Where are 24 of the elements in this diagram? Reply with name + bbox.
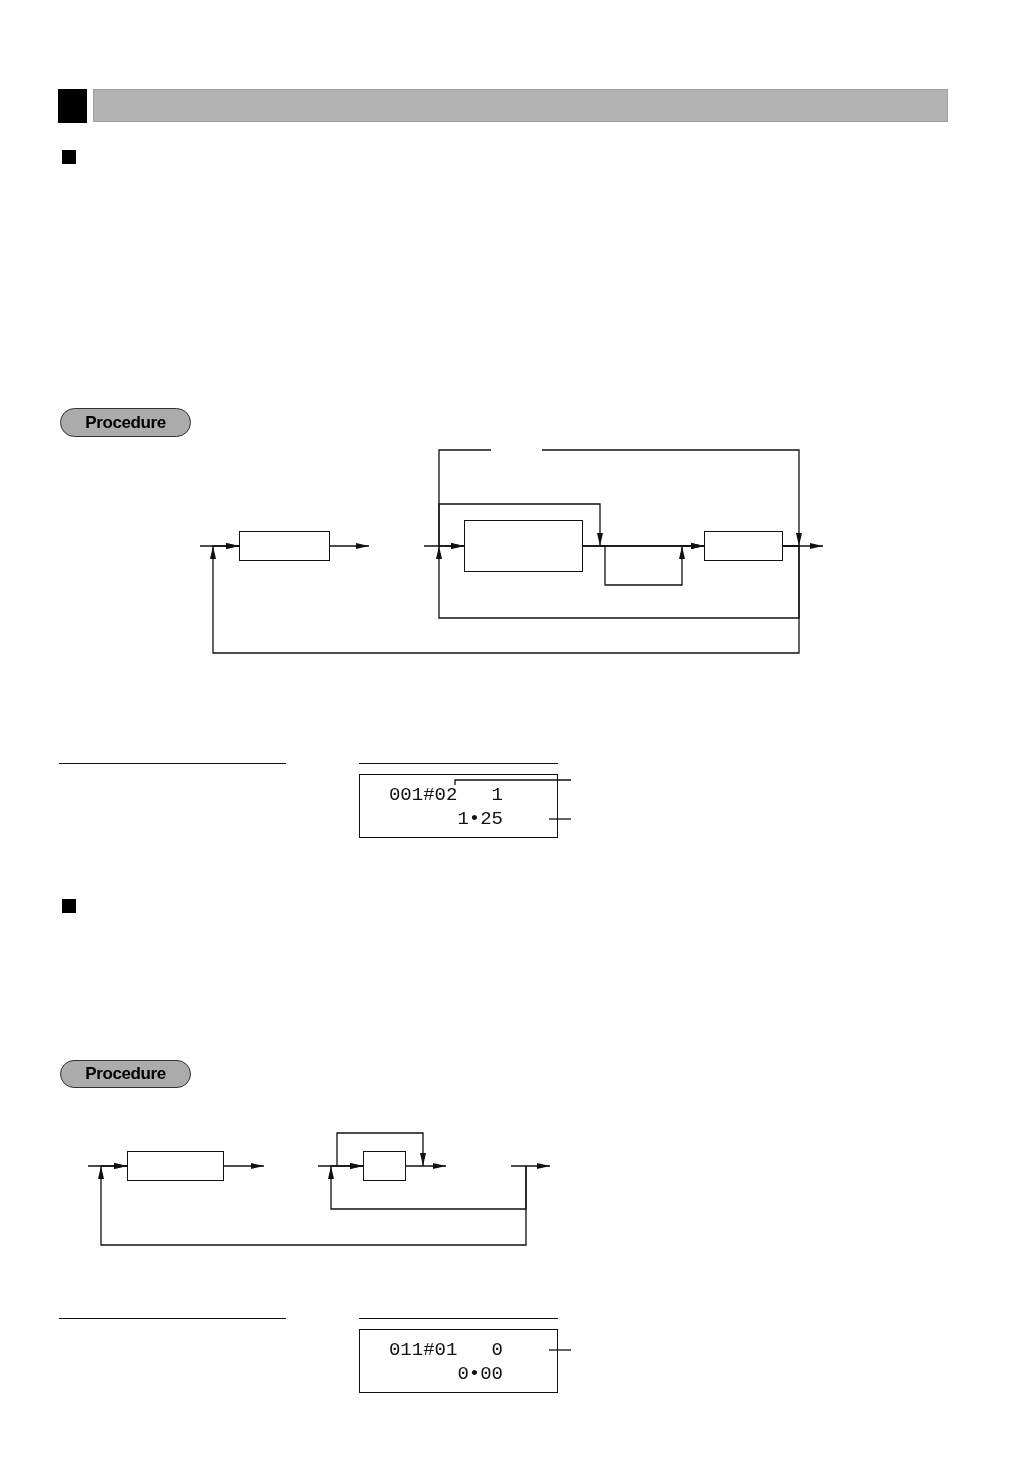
process-box bbox=[704, 531, 783, 561]
branch-arrow bbox=[582, 543, 705, 586]
loop-arrow bbox=[98, 1163, 527, 1246]
loop-arrow bbox=[210, 543, 800, 654]
process-box bbox=[464, 520, 583, 572]
procedure-badge: Procedure bbox=[60, 408, 191, 437]
display-reading: 0•00 bbox=[457, 1362, 503, 1386]
process-box bbox=[127, 1151, 224, 1181]
loop-arrow bbox=[328, 1163, 527, 1210]
display-panel bbox=[359, 774, 558, 838]
process-box bbox=[239, 531, 330, 561]
arrow bbox=[223, 1163, 265, 1169]
leader-line bbox=[454, 779, 572, 786]
leader-line bbox=[548, 818, 572, 820]
display-reading: 001#02 1 bbox=[388, 783, 503, 807]
display-reading: 1•25 bbox=[457, 807, 503, 831]
arrow bbox=[329, 543, 370, 549]
leader-line bbox=[548, 1349, 572, 1351]
procedure-badge: Procedure bbox=[60, 1060, 191, 1088]
loop-arrow bbox=[436, 543, 800, 619]
display-reading: 011#01 0 bbox=[388, 1338, 503, 1362]
display-panel bbox=[359, 1329, 558, 1393]
arrow bbox=[405, 1163, 447, 1169]
process-box bbox=[363, 1151, 406, 1181]
